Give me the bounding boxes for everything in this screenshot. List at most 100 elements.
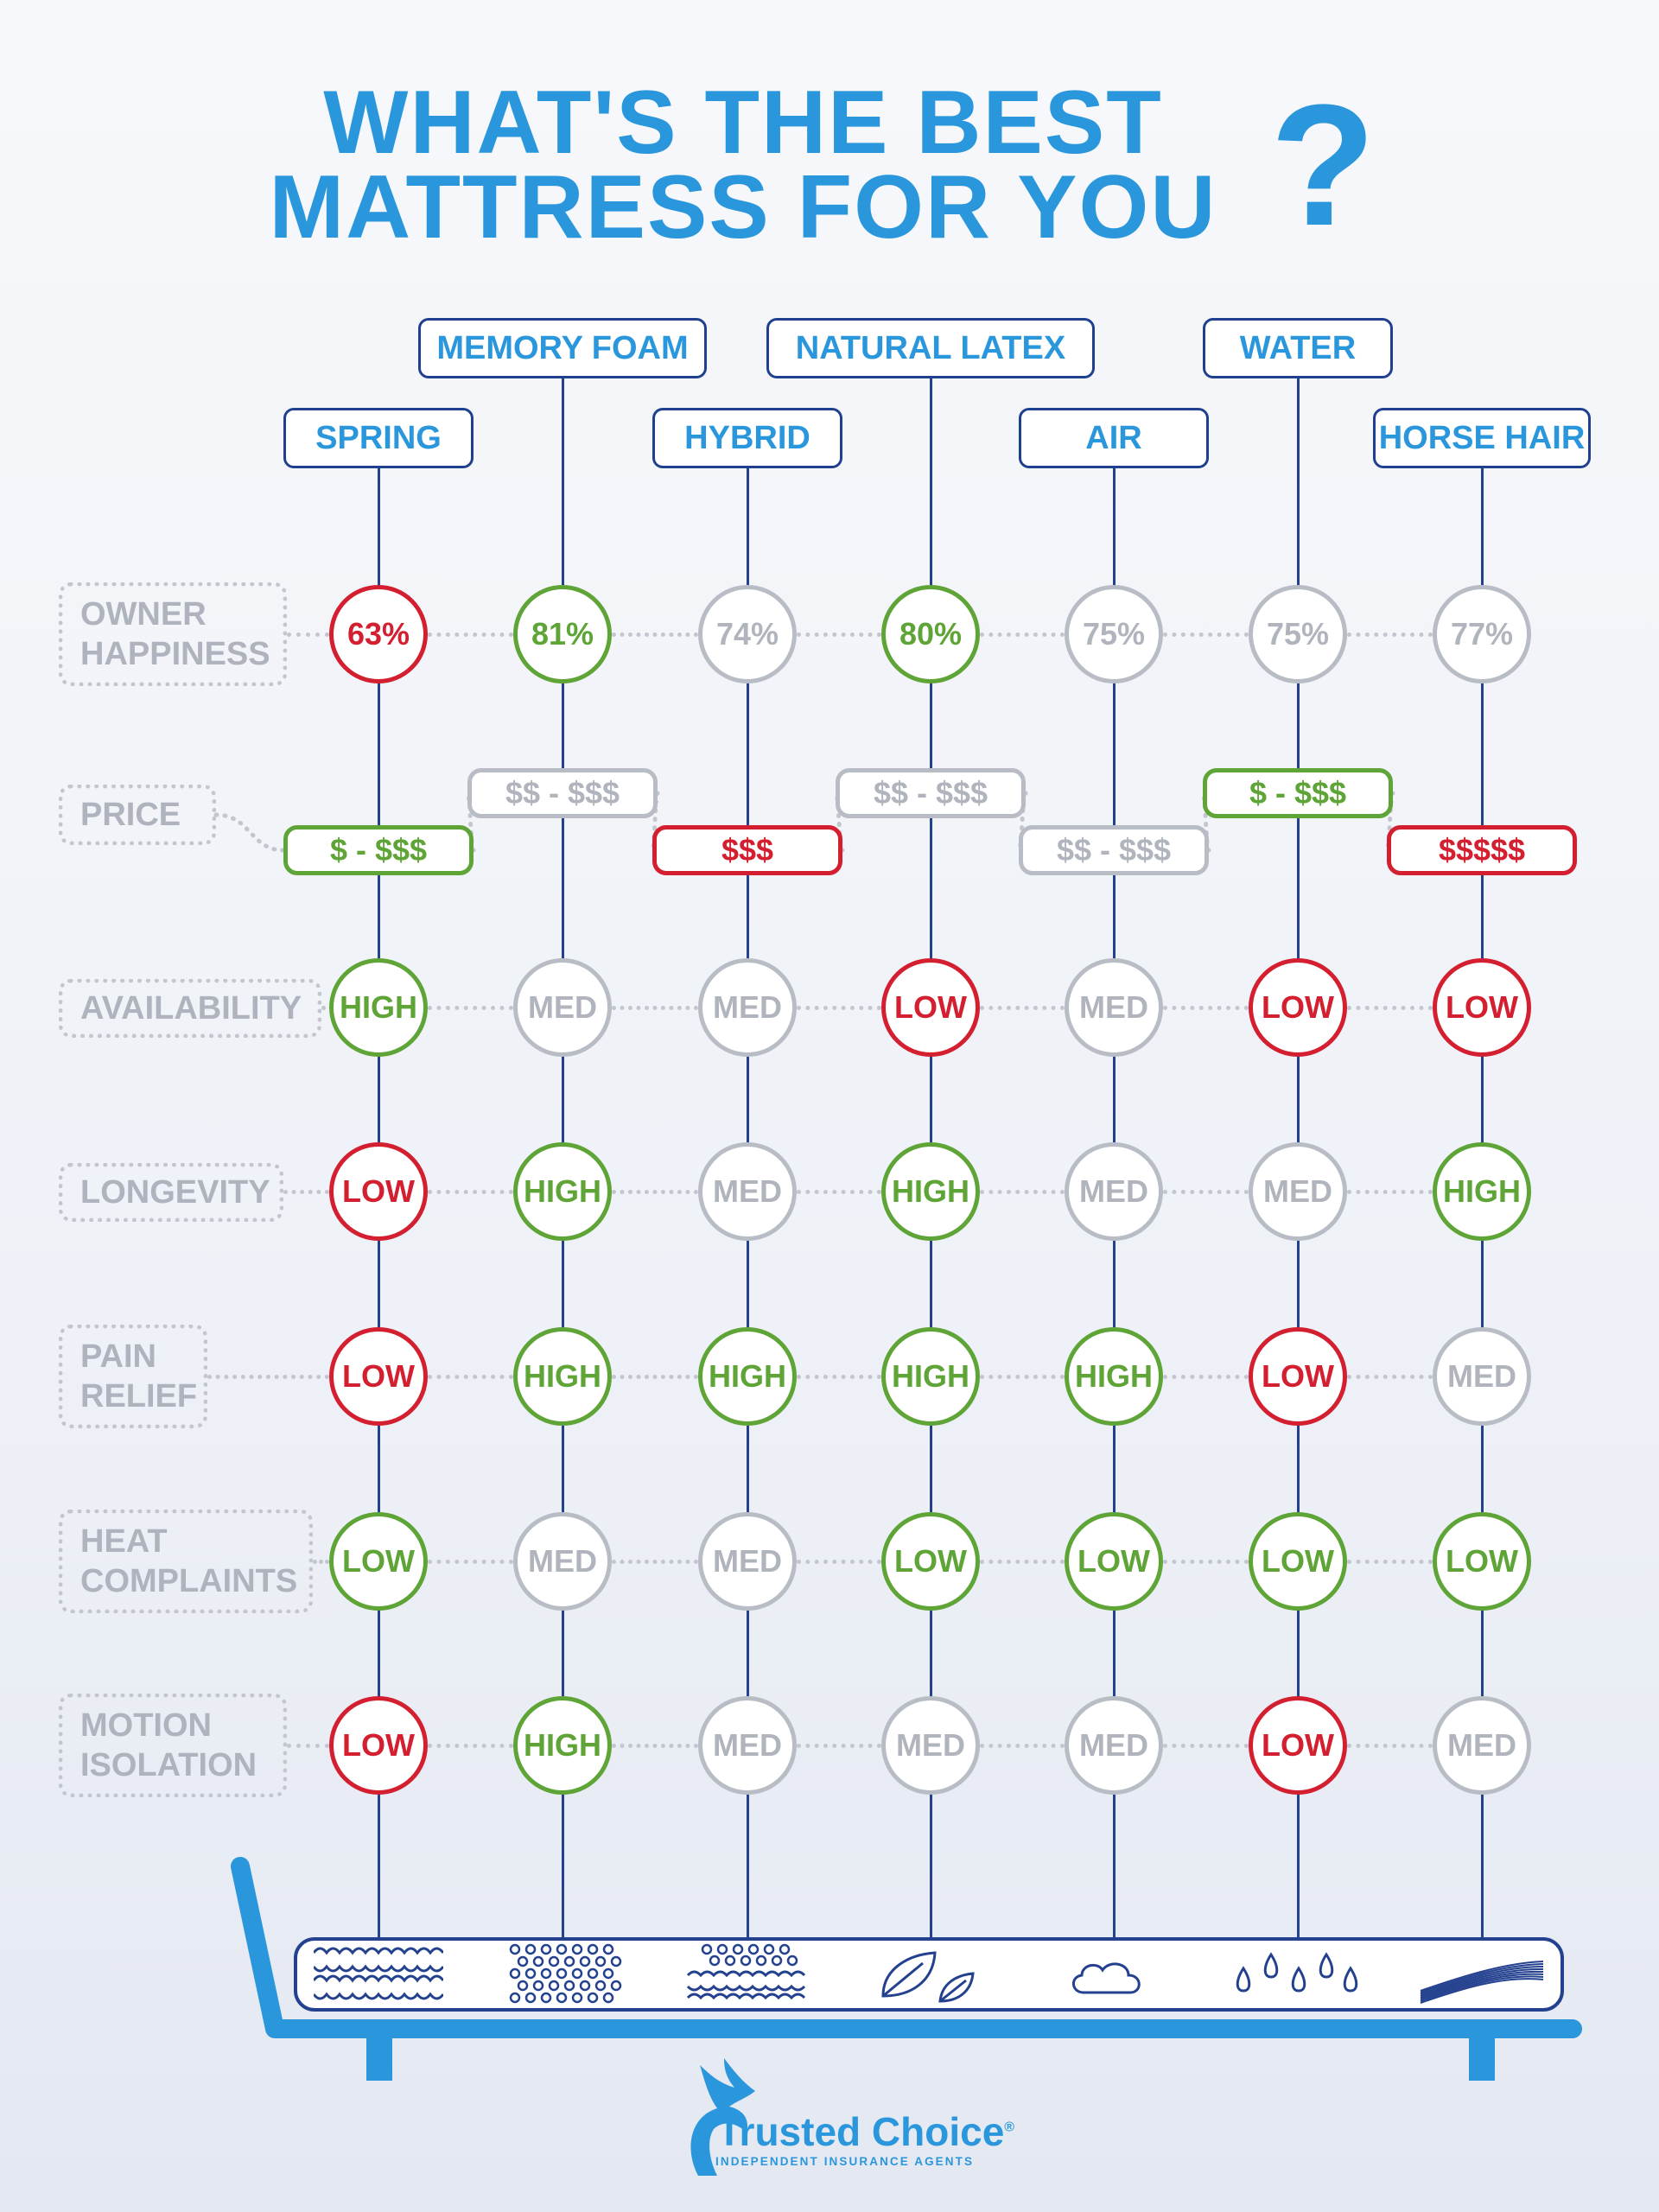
row-connector <box>1347 1375 1433 1379</box>
rating-circle: HIGH <box>1433 1142 1531 1241</box>
row-connector <box>980 1006 1065 1010</box>
price-pill: $$$$$ <box>1387 825 1577 875</box>
row-connector <box>797 1375 881 1379</box>
rating-circle: LOW <box>1433 1512 1531 1611</box>
logo-name: Trusted Choice <box>717 2109 1005 2154</box>
rating-circle: MED <box>698 958 797 1057</box>
row-connector <box>428 1375 513 1379</box>
rating-circle: MED <box>1065 1142 1163 1241</box>
row-label-text: MOTION <box>80 1707 212 1744</box>
rating-circle: HIGH <box>1065 1327 1163 1426</box>
hair-strands-icon <box>1420 1961 1544 2004</box>
rating-circle: 74% <box>698 585 797 683</box>
row-label-connector <box>287 632 329 637</box>
row-connector <box>428 1560 513 1564</box>
rating-circle: LOW <box>1433 958 1531 1057</box>
row-connector <box>612 1006 698 1010</box>
row-connector <box>612 632 698 637</box>
price-pill: $$ - $$$ <box>467 768 658 818</box>
row-label-connector <box>287 1744 329 1748</box>
rating-circle: HIGH <box>881 1142 980 1241</box>
rating-circle: MED <box>1433 1327 1531 1426</box>
column-header: WATER <box>1203 318 1393 378</box>
row-label-text: ISOLATION <box>80 1747 257 1783</box>
row-label-text: COMPLAINTS <box>80 1563 298 1599</box>
rating-circle: MED <box>1065 958 1163 1057</box>
row-connector <box>1347 1190 1433 1194</box>
rating-circle: LOW <box>1065 1512 1163 1611</box>
water-drops-icon <box>1236 1952 1358 1993</box>
row-label: AVAILABILITY <box>59 979 321 1038</box>
column-header: HORSE HAIR <box>1373 408 1591 468</box>
column-header: NATURAL LATEX <box>766 318 1095 378</box>
rating-circle: MED <box>513 958 612 1057</box>
row-connector <box>1347 1744 1433 1748</box>
rating-circle: MED <box>698 1696 797 1795</box>
row-connector <box>797 1560 881 1564</box>
rating-circle: LOW <box>1249 1327 1347 1426</box>
rating-circle: LOW <box>329 1327 428 1426</box>
price-pill: $$ - $$$ <box>836 768 1026 818</box>
row-connector <box>1347 632 1433 637</box>
logo-tagline: INDEPENDENT INSURANCE AGENTS <box>715 2155 975 2168</box>
row-connector <box>612 1560 698 1564</box>
registered-mark: ® <box>1004 2120 1015 2135</box>
row-connector <box>1163 1375 1249 1379</box>
row-label-connector <box>313 1560 329 1564</box>
rating-circle: MED <box>513 1512 612 1611</box>
row-label-connector <box>321 1006 329 1010</box>
row-label-text: PAIN <box>80 1338 156 1375</box>
row-label-text: OWNER <box>80 596 207 632</box>
row-connector <box>980 1375 1065 1379</box>
rating-circle: MED <box>698 1512 797 1611</box>
row-connector <box>428 1190 513 1194</box>
rating-circle: LOW <box>1249 958 1347 1057</box>
rating-circle: HIGH <box>881 1327 980 1426</box>
price-pill: $$ - $$$ <box>1019 825 1209 875</box>
row-connector <box>1347 1560 1433 1564</box>
row-label: PRICE <box>59 785 216 845</box>
row-connector <box>1163 632 1249 637</box>
row-label-text: PRICE <box>80 797 181 833</box>
rating-circle: 77% <box>1433 585 1531 683</box>
leaves-icon <box>881 1951 975 2003</box>
row-label-connector <box>283 1190 329 1194</box>
rating-circle: LOW <box>329 1696 428 1795</box>
row-label-connector <box>207 1375 329 1379</box>
row-label: LONGEVITY <box>59 1163 283 1222</box>
row-connector <box>1347 1006 1433 1010</box>
rating-circle: MED <box>698 1142 797 1241</box>
row-connector <box>980 1560 1065 1564</box>
rating-circle: 75% <box>1249 585 1347 683</box>
rating-circle: MED <box>1065 1696 1163 1795</box>
title-line-2: MATTRESS FOR YOU <box>269 157 1217 257</box>
rating-circle: HIGH <box>513 1327 612 1426</box>
price-pill: $ - $$$ <box>283 825 474 875</box>
row-label-text: LONGEVITY <box>80 1174 270 1211</box>
row-connector <box>428 632 513 637</box>
row-connector <box>1163 1744 1249 1748</box>
rating-circle: LOW <box>329 1142 428 1241</box>
column-header: HYBRID <box>652 408 842 468</box>
rating-circle: MED <box>1433 1696 1531 1795</box>
row-connector <box>1163 1560 1249 1564</box>
question-mark-icon: ? <box>1270 69 1376 262</box>
title-line-1: WHAT'S THE BEST <box>323 73 1163 173</box>
rating-circle: 80% <box>881 585 980 683</box>
price-pill: $ - $$$ <box>1203 768 1393 818</box>
row-connector <box>1163 1190 1249 1194</box>
row-label-text: AVAILABILITY <box>80 990 302 1027</box>
row-connector <box>797 632 881 637</box>
row-connector <box>428 1006 513 1010</box>
coil-springs-icon <box>314 1947 443 2000</box>
row-connector <box>612 1744 698 1748</box>
row-connector <box>797 1006 881 1010</box>
rating-circle: LOW <box>1249 1696 1347 1795</box>
row-connector <box>797 1744 881 1748</box>
row-connector <box>980 1744 1065 1748</box>
rating-circle: LOW <box>329 1512 428 1611</box>
